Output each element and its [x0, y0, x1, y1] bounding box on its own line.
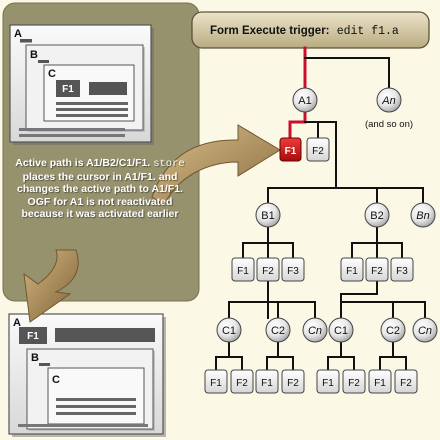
node-c1a-label: C1 — [222, 325, 236, 337]
screen-bottom-field-label: F1 — [27, 331, 39, 342]
trigger-label: Form Execute trigger: edit f1.a — [210, 25, 399, 38]
screen-top-inner-label: C — [48, 68, 56, 80]
caption-text-2: places the cursor in A1/F1. and changes … — [17, 170, 183, 221]
field-c2a-f2-label: F2 — [287, 378, 299, 389]
field-c1b-f2: F2 — [342, 369, 366, 394]
and-so-on-label: (and so on) — [365, 119, 413, 130]
screen-top-field-label: F1 — [62, 84, 74, 95]
field-c2a-f1-label: F1 — [261, 378, 273, 389]
field-b1-f2: F2 — [256, 257, 280, 282]
node-c2a-label: C2 — [271, 325, 285, 337]
node-bn-label: Bn — [416, 210, 429, 222]
field-b1-f3: F3 — [281, 257, 305, 282]
field-c1b-f2-label: F2 — [348, 378, 360, 389]
node-c2-under-b1: C2 — [265, 317, 291, 343]
caption-text-1: Active path is A1/B2/C1/F1. — [15, 157, 151, 169]
field-b1-f3-label: F3 — [287, 266, 299, 277]
field-a1-f1-active: F1 — [279, 137, 302, 162]
field-b2-f2-label: F2 — [371, 266, 383, 277]
screen-top-field-badge — [56, 80, 80, 97]
node-c2-under-b2: C2 — [380, 317, 406, 343]
field-c1a-f2: F2 — [230, 369, 254, 394]
field-c2b-f2-label: F2 — [400, 378, 412, 389]
node-bn: Bn — [410, 202, 436, 228]
screen-top-subwindow-label: B — [30, 49, 38, 61]
node-b2-label: B2 — [370, 210, 383, 222]
explanation-caption: Active path is A1/B2/C1/F1. store places… — [8, 157, 192, 221]
node-a1: A1 — [292, 87, 318, 113]
field-b2-f2: F2 — [365, 257, 389, 282]
node-b2: B2 — [364, 202, 390, 228]
field-c1b-f1-label: F1 — [322, 378, 334, 389]
field-b2-f1-label: F1 — [346, 266, 358, 277]
screen-bottom-field-badge — [19, 327, 47, 344]
field-b2-f1: F1 — [340, 257, 364, 282]
node-c2b-label: C2 — [386, 325, 400, 337]
field-c1a-f1-label: F1 — [210, 378, 222, 389]
node-cn-under-b2: Cn — [412, 317, 438, 343]
screen-top: A B C F1 — [9, 24, 154, 145]
node-c1-under-b1: C1 — [216, 317, 242, 343]
node-b1: B1 — [255, 202, 281, 228]
node-c1-under-b2: C1 — [328, 317, 354, 343]
field-c2b-f1-label: F1 — [374, 378, 386, 389]
field-c2a-f1: F1 — [255, 369, 279, 394]
trigger-title: Form Execute trigger: — [210, 25, 330, 37]
screen-top-window-label: A — [14, 28, 22, 40]
node-cna-label: Cn — [308, 325, 322, 337]
field-a1-f2-label: F2 — [312, 146, 324, 157]
node-cnb-label: Cn — [418, 325, 432, 337]
screen-bottom: A F1 B C — [8, 313, 166, 437]
arrow-down-curved — [23, 249, 79, 323]
field-b2-f3-label: F3 — [396, 266, 408, 277]
field-c1a-f1: F1 — [204, 369, 228, 394]
field-a1-f2: F2 — [306, 137, 330, 162]
field-c2b-f2: F2 — [394, 369, 418, 394]
caption-code: store — [153, 158, 185, 170]
node-b1-label: B1 — [261, 210, 274, 222]
node-cn-under-b1: Cn — [302, 317, 328, 343]
field-c2b-f1: F1 — [368, 369, 392, 394]
field-c2a-f2: F2 — [281, 369, 305, 394]
trigger-code: edit f1.a — [337, 25, 399, 38]
tree-edges — [215, 46, 426, 371]
screen-bottom-subwindow-label: B — [31, 352, 39, 364]
field-b1-f2-label: F2 — [262, 266, 274, 277]
screen-bottom-inner-label: C — [52, 374, 60, 386]
screen-bottom-window-label: A — [13, 317, 21, 329]
field-b1-f1-label: F1 — [237, 266, 249, 277]
trigger-box — [191, 11, 430, 49]
field-c1b-f1: F1 — [316, 369, 340, 394]
field-a1-f1-label: F1 — [285, 146, 297, 157]
field-c1a-f2-label: F2 — [236, 378, 248, 389]
node-an-label: An — [381, 95, 395, 107]
node-a1-label: A1 — [298, 95, 311, 107]
field-b1-f1: F1 — [231, 257, 255, 282]
field-b2-f3: F3 — [390, 257, 414, 282]
node-an: An — [376, 87, 402, 113]
node-c1b-label: C1 — [334, 325, 348, 337]
